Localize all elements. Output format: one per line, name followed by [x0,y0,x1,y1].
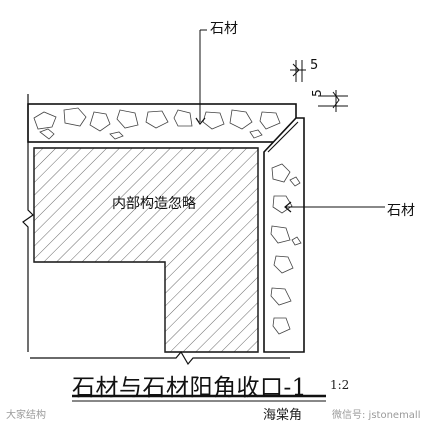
watermark-right: 微信号: jstonemall [332,410,421,421]
drawing-subtitle: 海棠角 [263,408,303,423]
dimension-side-gap-value: 5 [309,89,324,97]
dimension-top-gap-value: 5 [310,58,319,73]
right-stone-label: 石材 [387,203,415,219]
break-line-bottom [30,350,290,366]
drawing-scale: 1:2 [330,378,350,392]
interior-note-label: 内部构造忽略 [112,196,196,212]
right-stone-slab [263,117,305,353]
leader-top-stone [195,29,207,126]
dimension-top-gap [290,60,306,82]
top-stone-label: 石材 [210,21,238,37]
watermark-left: 大家结构 [6,410,46,421]
drawing-title: 石材与石材阳角收口-1 [72,375,307,401]
substrate-hatched-area [33,147,259,353]
leader-right-stone [284,201,385,213]
dimension-side-gap [318,90,348,112]
title-underline [72,394,326,402]
top-stone-slab [27,103,297,143]
substrate-hatched-area [33,147,259,353]
break-line-left [22,94,34,352]
